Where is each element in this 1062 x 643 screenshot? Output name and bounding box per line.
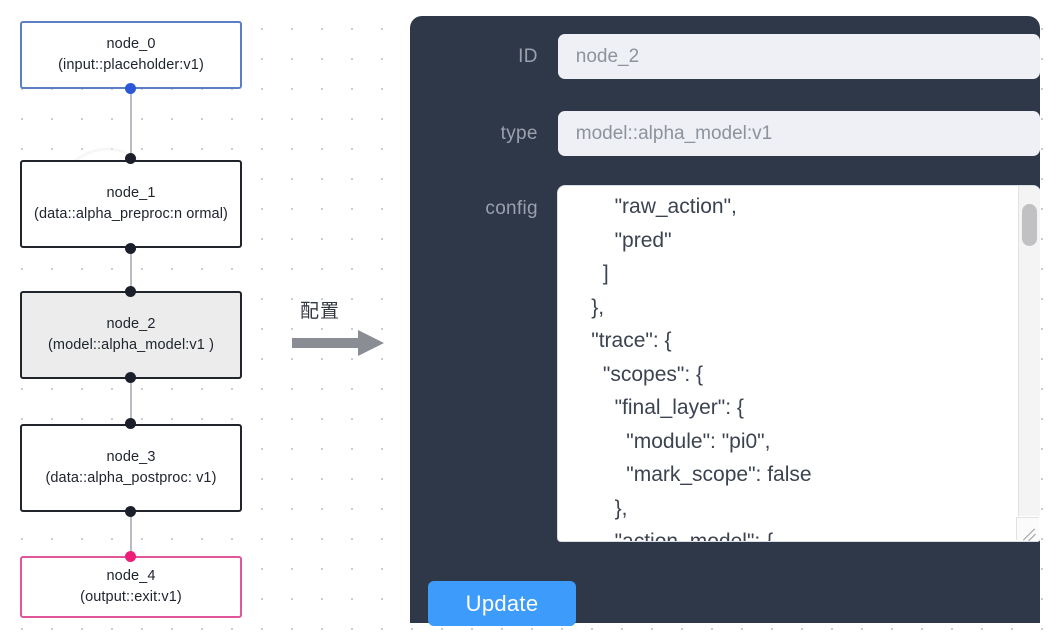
graph-node-node_3[interactable]: node_3 (data::alpha_postproc: v1) bbox=[20, 424, 242, 512]
node-title: node_1 bbox=[106, 185, 156, 201]
arrow-right-icon bbox=[292, 330, 384, 356]
port-node_1-input[interactable] bbox=[125, 153, 136, 164]
node-config-panel: ID type config "raw_action", "pred" ] },… bbox=[410, 16, 1040, 623]
graph-node-node_0[interactable]: node_0 (input::placeholder:v1) bbox=[20, 21, 242, 89]
port-node_4-input[interactable] bbox=[125, 551, 136, 562]
edge-node0-node1 bbox=[130, 88, 132, 158]
edge-node3-node4 bbox=[130, 510, 132, 552]
node-subtitle: (data::alpha_preproc:n ormal) bbox=[34, 206, 228, 222]
port-node_3-output[interactable] bbox=[125, 506, 136, 517]
node-title: node_3 bbox=[106, 449, 156, 465]
field-row-type: type bbox=[410, 111, 1040, 156]
port-node_2-input[interactable] bbox=[125, 286, 136, 297]
config-field-label: config bbox=[485, 198, 538, 219]
field-row-id: ID bbox=[410, 34, 1040, 79]
arrow-caption: 配置 bbox=[300, 300, 341, 322]
port-node_3-input[interactable] bbox=[125, 418, 136, 429]
port-node_2-output[interactable] bbox=[125, 372, 136, 383]
config-scrollbar[interactable] bbox=[1018, 186, 1040, 516]
config-scrollbar-thumb[interactable] bbox=[1022, 204, 1037, 246]
transition-arrow-group: 配置 bbox=[292, 296, 392, 366]
config-textarea-wrapper: "raw_action", "pred" ] }, "trace": { "sc… bbox=[557, 186, 1040, 541]
node-subtitle: (input::placeholder:v1) bbox=[58, 57, 204, 73]
type-field-label: type bbox=[500, 122, 538, 144]
field-row-config: config "raw_action", "pred" ] }, "trace"… bbox=[410, 186, 1040, 541]
config-textarea[interactable]: "raw_action", "pred" ] }, "trace": { "sc… bbox=[557, 186, 1010, 541]
type-input[interactable] bbox=[557, 111, 1040, 156]
node-subtitle: (output::exit:v1) bbox=[80, 589, 182, 605]
id-field-label: ID bbox=[518, 45, 538, 67]
port-node_0-output[interactable] bbox=[125, 83, 136, 94]
node-subtitle: (model::alpha_model:v1 ) bbox=[47, 337, 214, 353]
node-title: node_0 bbox=[106, 36, 156, 52]
textarea-resize-grip-icon[interactable] bbox=[1016, 517, 1039, 541]
node-subtitle: (data::alpha_postproc: v1) bbox=[45, 470, 217, 486]
node-title: node_4 bbox=[106, 568, 156, 584]
node-title: node_2 bbox=[106, 316, 156, 332]
edge-node2-node3 bbox=[130, 376, 132, 420]
id-input[interactable] bbox=[557, 34, 1040, 79]
graph-node-node_4[interactable]: node_4 (output::exit:v1) bbox=[20, 556, 242, 618]
port-node_1-output[interactable] bbox=[125, 243, 136, 254]
graph-node-node_2[interactable]: node_2 (model::alpha_model:v1 ) bbox=[20, 291, 242, 379]
graph-node-node_1[interactable]: node_1 (data::alpha_preproc:n ormal) bbox=[20, 160, 242, 248]
edge-node1-node2 bbox=[130, 248, 132, 292]
update-button[interactable]: Update bbox=[428, 581, 576, 626]
